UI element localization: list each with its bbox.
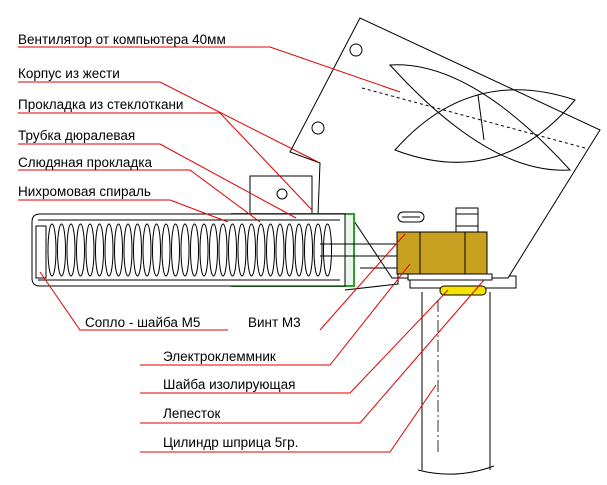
label-fiberglass-gasket: Прокладка из стеклоткани — [18, 97, 183, 112]
coil-loop — [114, 223, 123, 277]
coil-loop — [275, 223, 285, 277]
coil-loop — [237, 223, 247, 277]
coil-loop — [104, 223, 114, 277]
label-housing: Корпус из жести — [18, 66, 120, 81]
coil-loop — [123, 223, 133, 277]
coil-loop — [180, 223, 190, 277]
fan-blades — [388, 64, 576, 171]
coil-loop — [266, 223, 275, 277]
coil-loop — [190, 223, 199, 277]
coil-loop — [247, 223, 256, 277]
mount-plate — [249, 175, 313, 217]
coil-loop — [133, 223, 142, 277]
label-duralumin-tube: Трубка дюралевая — [18, 128, 135, 143]
coil-loop — [304, 223, 313, 277]
heater-tube — [31, 213, 400, 291]
coil-loop — [209, 223, 218, 277]
coil-loop — [57, 223, 66, 277]
insulating-washer — [439, 285, 487, 296]
fan-housing — [289, 17, 601, 279]
label-syringe-cylinder: Цилиндр шприца 5гр. — [163, 435, 298, 450]
coil-loop — [47, 223, 57, 277]
coil-loop — [199, 223, 209, 277]
coil-loop — [323, 223, 332, 277]
coil-loop — [66, 223, 76, 277]
label-mica-gasket: Слюдяная прокладка — [18, 155, 153, 170]
syringe-cylinder — [409, 275, 517, 475]
nichrome-coil — [47, 223, 332, 277]
label-nichrome-coil: Нихромовая спираль — [18, 184, 151, 199]
leaders — [18, 46, 485, 453]
coil-loop — [313, 223, 323, 277]
coil-loop — [285, 223, 294, 277]
coil-loop — [85, 223, 95, 277]
petal — [407, 273, 493, 281]
label-terminal-block: Электроклеммник — [163, 349, 276, 364]
coil-loop — [161, 223, 171, 277]
labels: Вентилятор от компьютера 40мм Корпус из … — [18, 32, 301, 450]
label-petal: Лепесток — [163, 406, 220, 421]
coil-loop — [76, 223, 85, 277]
coil-loop — [218, 223, 228, 277]
coil-loop — [294, 223, 304, 277]
coil-loop — [142, 223, 152, 277]
coil-loop — [95, 223, 104, 277]
coil-loop — [256, 223, 266, 277]
label-screw: Винт М3 — [248, 315, 301, 330]
label-fan: Вентилятор от компьютера 40мм — [18, 32, 226, 47]
label-insulating-washer: Шайба изолирующая — [163, 377, 295, 392]
terminal-block — [396, 231, 488, 275]
coil-loop — [171, 223, 180, 277]
coil-loop — [228, 223, 237, 277]
terminal-assembly — [396, 207, 493, 296]
coil-loop — [152, 223, 161, 277]
label-nozzle-washer: Сопло - шайба М5 — [85, 315, 200, 330]
